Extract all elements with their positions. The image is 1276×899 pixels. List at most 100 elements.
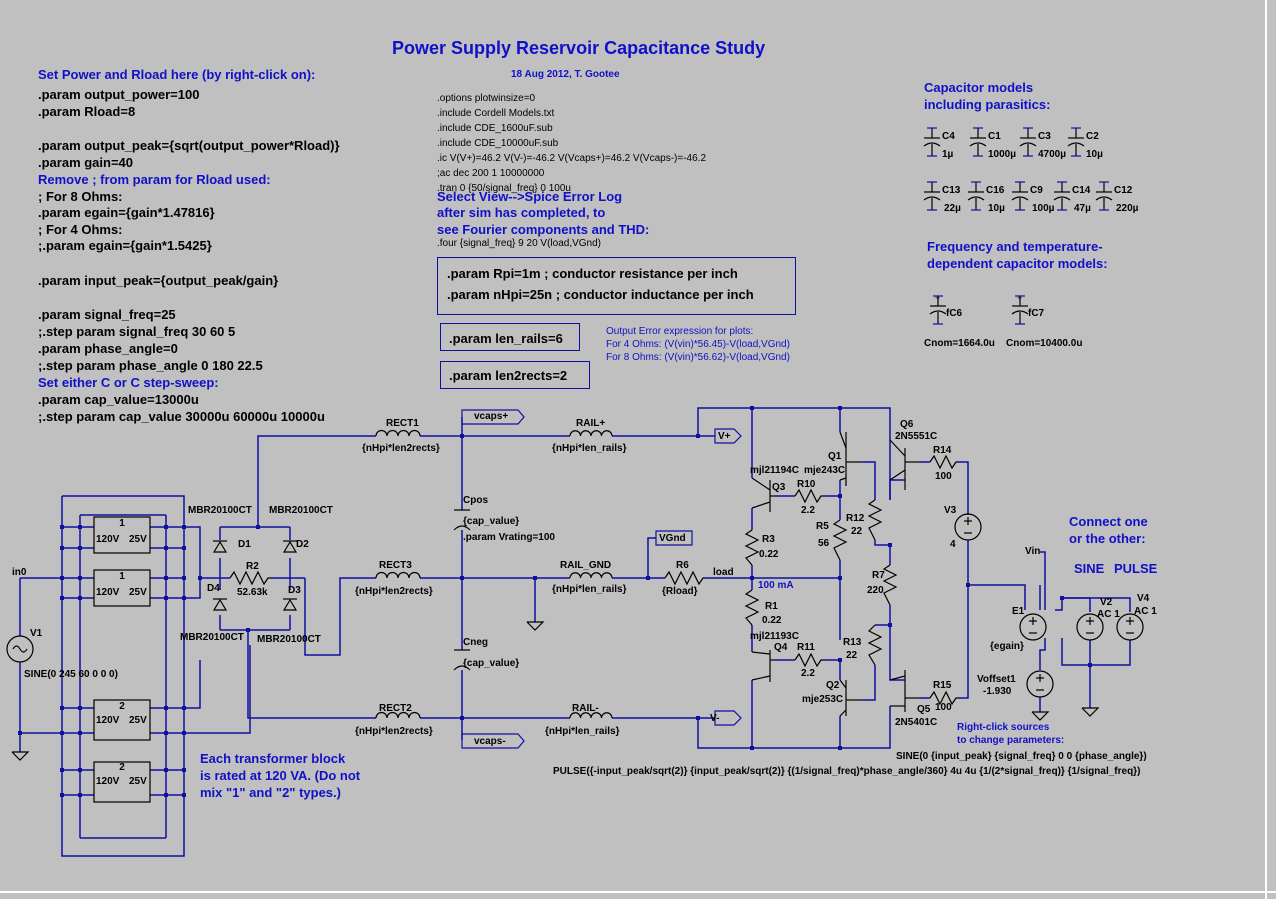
r2-value[interactable]: 52.63k xyxy=(237,587,268,598)
param-phase-angle[interactable]: .param phase_angle=0 xyxy=(38,341,178,356)
resistor-r11[interactable] xyxy=(794,652,825,668)
inductor-rect3[interactable] xyxy=(375,571,421,579)
r6-value[interactable]: {Rload} xyxy=(662,586,698,597)
resistor-r2[interactable] xyxy=(229,570,272,586)
param-rpi[interactable]: .param Rpi=1m ; conductor resistance per… xyxy=(447,266,738,281)
cap-model-c14[interactable] xyxy=(1053,181,1071,211)
netflag-vminus[interactable] xyxy=(714,710,742,726)
cap-model-c13[interactable] xyxy=(923,181,941,211)
len2rects-box[interactable] xyxy=(440,361,590,389)
param-signal-freq[interactable]: .param signal_freq=25 xyxy=(38,307,176,322)
param-input-peak[interactable]: .param input_peak={output_peak/gain} xyxy=(38,273,279,288)
transistor-q5[interactable] xyxy=(889,670,920,712)
inductor-rail-gnd[interactable] xyxy=(569,572,613,579)
r7-value[interactable]: 220 xyxy=(867,585,884,596)
rail-gnd-value[interactable]: {nHpi*len_rails} xyxy=(552,584,627,595)
directive-options[interactable]: .options plotwinsize=0 xyxy=(437,93,536,104)
param-gain[interactable]: .param gain=40 xyxy=(38,155,134,170)
diode-d4[interactable] xyxy=(212,598,228,611)
cap-model-symbols[interactable]: ++ xyxy=(923,127,1113,325)
netflag-vcaps-plus[interactable] xyxy=(461,409,525,425)
inductor-rail-plus[interactable] xyxy=(569,430,613,437)
diode-d2[interactable] xyxy=(282,540,298,553)
directive-ic[interactable]: .ic V(V+)=46.2 V(V-)=-46.2 V(Vcaps+)=46.… xyxy=(437,153,707,164)
resistor-r3[interactable] xyxy=(744,529,760,566)
rail-minus-value[interactable]: {nHpi*len_rails} xyxy=(545,726,620,737)
voffset-value[interactable]: -1.930 xyxy=(983,686,1012,697)
resistor-r15[interactable] xyxy=(929,690,958,706)
inductor-rail-minus[interactable] xyxy=(569,712,613,719)
inductor-rect1[interactable] xyxy=(375,429,421,437)
r15-value[interactable]: 100 xyxy=(935,702,952,713)
sine-expression[interactable]: SINE(0 {input_peak} {signal_freq} 0 0 {p… xyxy=(896,751,1147,762)
transformer-1a[interactable] xyxy=(93,516,151,554)
resistor-r13[interactable] xyxy=(867,624,883,666)
v1-value[interactable]: SINE(0 245 60 0 0 0) xyxy=(24,669,118,680)
diode-d3[interactable] xyxy=(282,598,298,611)
r11-value[interactable]: 2.2 xyxy=(801,668,815,679)
r3-value[interactable]: 0.22 xyxy=(759,549,779,560)
r13-value[interactable]: 22 xyxy=(846,650,858,661)
v3-source[interactable] xyxy=(954,513,982,541)
e1-value[interactable]: {egain} xyxy=(990,641,1024,652)
cap-model-c12[interactable] xyxy=(1095,181,1113,211)
directive-four[interactable]: .four {signal_freq} 9 20 V(load,VGnd) xyxy=(437,238,601,249)
voffset1-source[interactable] xyxy=(1026,670,1054,698)
param-output-peak[interactable]: .param output_peak={sqrt(output_power*Rl… xyxy=(38,138,340,153)
transistor-q6[interactable] xyxy=(889,439,920,490)
v1-source[interactable] xyxy=(6,635,34,663)
vrating-param[interactable]: .param Vrating=100 xyxy=(463,532,555,543)
param-nhpi[interactable]: .param nHpi=25n ; conductor inductance p… xyxy=(447,287,754,302)
rect2-value[interactable]: {nHpi*len2rects} xyxy=(355,726,433,737)
diode-d1[interactable] xyxy=(212,540,228,553)
resistor-r5[interactable] xyxy=(832,519,848,561)
param-output-power[interactable]: .param output_power=100 xyxy=(38,87,200,102)
inductor-rect2[interactable] xyxy=(375,711,421,719)
v2-ac[interactable]: AC 1 xyxy=(1097,609,1120,620)
transformer-2b[interactable] xyxy=(93,761,151,803)
resistor-r12[interactable] xyxy=(867,499,883,541)
fcap-fc6[interactable] xyxy=(929,295,947,325)
transistor-q4[interactable] xyxy=(751,650,775,682)
param-cap-value[interactable]: .param cap_value=13000u xyxy=(38,392,199,407)
conductor-param-box[interactable] xyxy=(437,257,796,315)
resistor-r6[interactable] xyxy=(664,570,705,586)
rect3-value[interactable]: {nHpi*len2rects} xyxy=(355,586,433,597)
netflag-vgnd[interactable] xyxy=(655,530,693,546)
cap-model-c16[interactable] xyxy=(967,181,985,211)
cap-model-c9[interactable] xyxy=(1011,181,1029,211)
transistor-q2[interactable] xyxy=(839,679,862,717)
directive-ac[interactable]: ;ac dec 200 1 10000000 xyxy=(437,168,545,179)
resistor-r10[interactable] xyxy=(794,488,825,504)
netflag-vplus[interactable] xyxy=(714,428,742,444)
transistor-q3[interactable] xyxy=(751,477,775,512)
cneg-value[interactable]: {cap_value} xyxy=(463,658,520,669)
transistor-q1[interactable] xyxy=(839,431,862,486)
v2-source[interactable] xyxy=(1076,613,1104,641)
param-egain8[interactable]: .param egain={gain*1.47816} xyxy=(38,205,215,220)
capacitor-cneg[interactable] xyxy=(453,649,471,671)
resistor-r14[interactable] xyxy=(929,454,958,470)
param-len-rails[interactable]: .param len_rails=6 xyxy=(449,331,563,346)
r10-value[interactable]: 2.2 xyxy=(801,505,815,516)
transformer-2a[interactable] xyxy=(93,699,151,741)
param-egain4[interactable]: ;.param egain={gain*1.5425} xyxy=(38,238,212,253)
e1-source[interactable] xyxy=(1019,613,1047,641)
resistor-r1[interactable] xyxy=(744,589,760,626)
r12-value[interactable]: 22 xyxy=(851,526,863,537)
netflag-vcaps-minus[interactable] xyxy=(461,733,525,749)
resistor-r7[interactable] xyxy=(882,564,898,606)
cap-model-c1[interactable] xyxy=(969,127,987,157)
v4-source[interactable] xyxy=(1116,613,1144,641)
pulse-expression[interactable]: PULSE({-input_peak/sqrt(2)} {input_peak/… xyxy=(553,766,1141,777)
step-cap-value[interactable]: ;.step param cap_value 30000u 60000u 100… xyxy=(38,409,325,424)
v4-ac[interactable]: AC 1 xyxy=(1134,606,1157,617)
step-phase-angle[interactable]: ;.step param phase_angle 0 180 22.5 xyxy=(38,358,263,373)
directive-include-cordell[interactable]: .include Cordell Models.txt xyxy=(437,108,555,119)
r14-value[interactable]: 100 xyxy=(935,471,952,482)
param-len2rects[interactable]: .param len2rects=2 xyxy=(449,368,568,383)
transformer-1b[interactable] xyxy=(93,569,151,607)
r5-value[interactable]: 56 xyxy=(818,538,830,549)
rect1-value[interactable]: {nHpi*len2rects} xyxy=(362,443,440,454)
